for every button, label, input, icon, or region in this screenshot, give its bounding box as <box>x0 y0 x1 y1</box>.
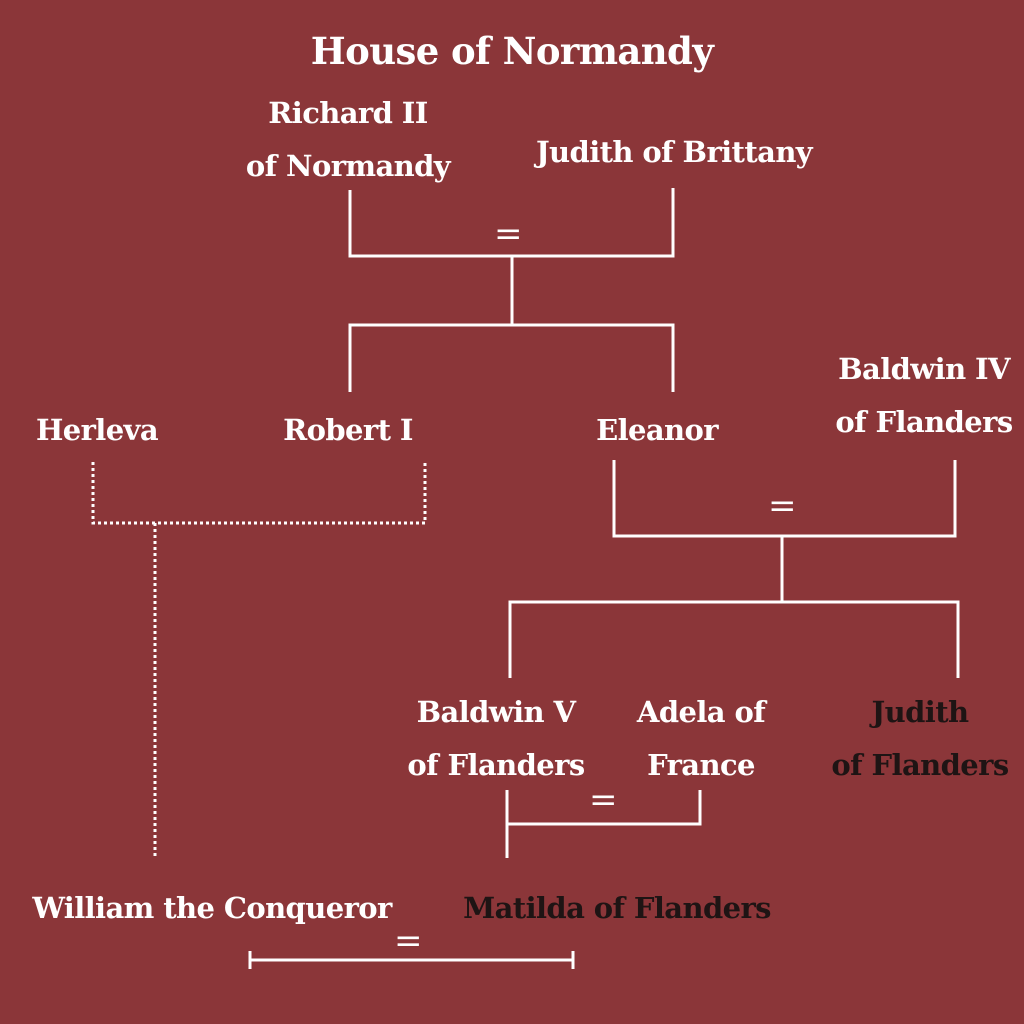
person-adela-line1: Adela of <box>636 695 766 729</box>
person-herleva: Herleva <box>35 413 159 447</box>
children-bar-eleanor-baldwin-iv <box>508 600 960 678</box>
person-richard-ii-line1: Richard II <box>268 96 428 130</box>
person-matilda-of-flanders: Matilda of Flanders <box>463 891 771 925</box>
person-adela-of-france: Adela of France <box>636 686 766 792</box>
person-baldwin-iv-line2: of Flanders <box>835 405 1013 439</box>
person-baldwin-iv: Baldwin IV of Flanders <box>835 343 1013 449</box>
person-baldwin-iv-line1: Baldwin IV <box>838 352 1010 386</box>
person-judith-of-brittany: Judith of Brittany <box>535 135 813 169</box>
person-judith-of-flanders-line2: of Flanders <box>831 748 1009 782</box>
person-baldwin-v-line2: of Flanders <box>407 748 585 782</box>
person-william-the-conqueror: William the Conqueror <box>32 891 392 925</box>
person-judith-of-flanders: Judith of Flanders <box>831 686 1009 792</box>
liaison-line-herleva-robert <box>91 462 427 525</box>
person-adela-line2: France <box>647 748 755 782</box>
marriage-symbol-william-matilda: = <box>394 921 422 961</box>
person-baldwin-v: Baldwin V of Flanders <box>407 686 585 792</box>
marriage-line-eleanor-baldwin-iv <box>612 460 957 538</box>
marriage-symbol-richard-judith: = <box>494 214 522 254</box>
marriage-line-baldwin-v-adela <box>505 790 702 826</box>
person-baldwin-v-line1: Baldwin V <box>416 695 576 729</box>
person-robert-i: Robert I <box>283 413 413 447</box>
marriage-symbol-baldwin-v-adela: = <box>589 780 617 820</box>
person-judith-of-flanders-line1: Judith <box>871 695 970 729</box>
person-eleanor: Eleanor <box>596 413 718 447</box>
marriage-symbol-eleanor-baldwin-iv: = <box>768 486 796 526</box>
diagram-title: House of Normandy <box>310 29 714 73</box>
person-richard-ii: Richard II of Normandy <box>245 87 451 193</box>
marriage-line-william-matilda <box>248 951 575 969</box>
children-bar-richard-judith <box>348 323 675 392</box>
person-richard-ii-line2: of Normandy <box>245 149 451 183</box>
